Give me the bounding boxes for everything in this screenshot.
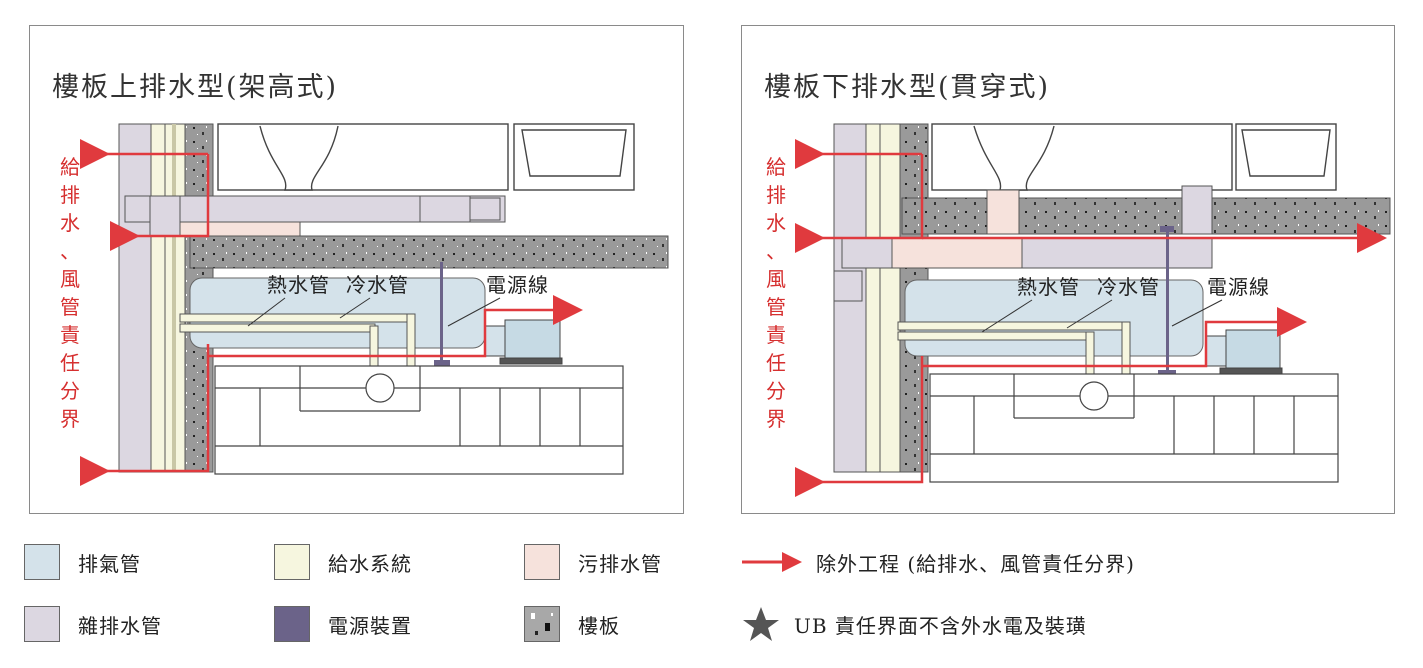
legend-exhaust: 排氣管 <box>24 544 141 580</box>
legend-misc-drain: 雜排水管 <box>24 606 162 642</box>
floor-slab <box>189 235 669 269</box>
legend-ub-note: UB 責任界面不含外水電及裝璜 <box>742 606 1087 642</box>
water-pipes <box>179 313 416 373</box>
legend-label: 除外工程 (給排水、風管責任分界) <box>816 551 1135 576</box>
legend-swatch-water-supply <box>274 544 310 580</box>
legend-swatch-power-device <box>274 606 310 642</box>
cabinet <box>214 365 624 475</box>
floor-slab <box>901 197 1391 235</box>
legend-label: 樓板 <box>578 613 620 638</box>
fan-motor <box>484 319 563 365</box>
cold-water-label: 冷水管 <box>346 273 409 297</box>
diagram-through-floor: 樓板下排水型(貫穿式) 給排水、風管責任分界 <box>764 72 1391 497</box>
legend-label: 排氣管 <box>78 551 141 576</box>
diagram-raised-floor: 樓板上排水型(架高式) 給排水、風管責任分界 <box>52 72 669 486</box>
fan-motor <box>1205 329 1283 375</box>
legend-label: 污排水管 <box>578 551 662 576</box>
drain-pipe <box>833 185 1213 302</box>
legend-swatch-misc-drain <box>24 606 60 642</box>
svg-text:給排水、風管責任分界: 給排水、風管責任分界 <box>60 155 80 431</box>
panel-title: 樓板下排水型(貫穿式) <box>764 72 1050 103</box>
legend-swatch-exhaust <box>24 544 60 580</box>
hot-water-label: 熱水管 <box>1017 275 1080 299</box>
legend-slab: 樓板 <box>524 606 620 642</box>
legend-label: 雜排水管 <box>78 613 162 638</box>
cold-water-label: 冷水管 <box>1097 275 1160 299</box>
water-pipes <box>897 321 1131 375</box>
legend-label: 電源裝置 <box>328 613 412 638</box>
legend-label: 給水系統 <box>328 551 412 576</box>
boundary-lines <box>80 139 583 486</box>
red-arrow-icon <box>742 552 802 572</box>
side-label: 給排水、風管責任分界 <box>60 155 80 431</box>
cabinet <box>929 373 1339 483</box>
star-icon <box>743 607 779 641</box>
panel-through-floor: 樓板下排水型(貫穿式) 給排水、風管責任分界 <box>741 25 1395 514</box>
panel-raised-floor: 樓板上排水型(架高式) 給排水、風管責任分界 <box>29 25 684 514</box>
power-line <box>434 262 450 368</box>
power-line-label: 電源線 <box>1207 275 1270 299</box>
hot-water-label: 熱水管 <box>267 273 330 297</box>
toilet-fixture <box>931 123 1337 191</box>
boundary-lines <box>795 139 1387 497</box>
legend-power-device: 電源裝置 <box>274 606 412 642</box>
legend-swatch-sewage <box>524 544 560 580</box>
legend-label: UB 責任界面不含外水電及裝璜 <box>794 613 1087 638</box>
toilet-fixture <box>217 123 635 191</box>
legend-excluded: 除外工程 (給排水、風管責任分界) <box>742 544 1135 580</box>
legend-water-supply: 給水系統 <box>274 544 412 580</box>
panel-title: 樓板上排水型(架高式) <box>52 72 338 103</box>
legend-sewage: 污排水管 <box>524 544 662 580</box>
power-line-label: 電源線 <box>486 273 549 297</box>
side-label: 給排水、風管責任分界 <box>766 155 786 431</box>
svg-text:給排水、風管責任分界: 給排水、風管責任分界 <box>766 155 786 431</box>
drain-pipe <box>124 195 506 237</box>
legend-swatch-slab <box>524 606 560 642</box>
